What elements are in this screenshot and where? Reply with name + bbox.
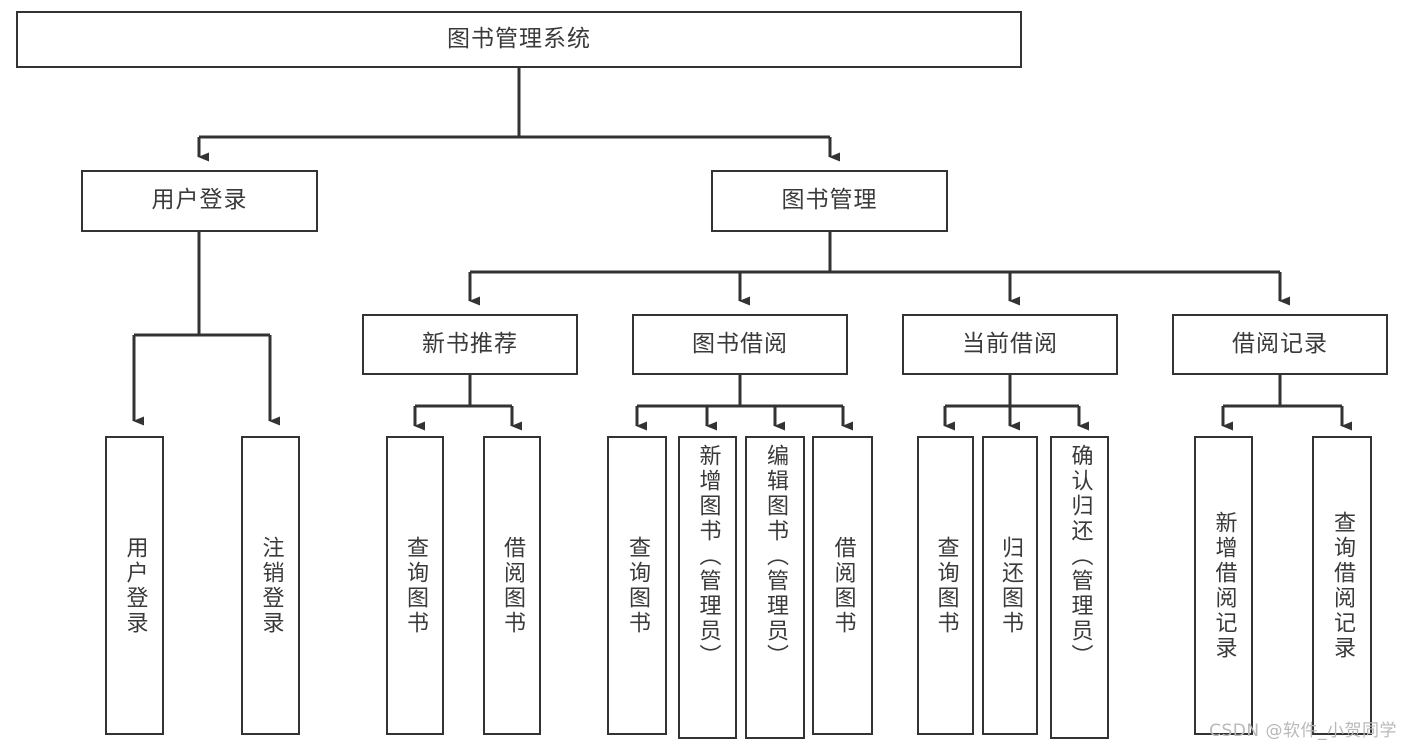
node-user-login[interactable]: 用户登录	[81, 170, 318, 232]
leaf-current-borrow-confirm-return-admin[interactable]: 确认归还（管理员）	[1050, 436, 1109, 739]
leaf-user-login-login[interactable]: 用户登录	[105, 436, 164, 735]
node-label: 借阅记录	[1232, 330, 1328, 357]
node-label: 用户登录	[122, 535, 148, 636]
leaf-user-login-logout[interactable]: 注销登录	[241, 436, 300, 735]
leaf-borrow-records-add-record[interactable]: 新增借阅记录	[1194, 436, 1253, 735]
node-label: 新书推荐	[422, 330, 518, 357]
leaf-book-borrow-borrow-books[interactable]: 借阅图书	[812, 436, 873, 735]
node-label: 查询图书	[933, 535, 959, 636]
node-label: 查询借阅记录	[1329, 510, 1355, 661]
node-book-management[interactable]: 图书管理	[711, 170, 948, 232]
leaf-new-book-query-books[interactable]: 查询图书	[386, 436, 444, 735]
leaf-current-borrow-return-books[interactable]: 归还图书	[982, 436, 1038, 735]
node-label: 确认归还（管理员）	[1067, 444, 1093, 669]
node-current-borrow[interactable]: 当前借阅	[902, 314, 1118, 375]
node-label: 编辑图书（管理员）	[762, 444, 788, 669]
leaf-book-borrow-query-books[interactable]: 查询图书	[607, 436, 667, 735]
node-label: 查询图书	[624, 535, 650, 636]
node-label: 图书管理系统	[447, 25, 591, 52]
node-label: 图书借阅	[692, 330, 788, 357]
node-label: 借阅图书	[830, 535, 856, 636]
leaf-current-borrow-query-books[interactable]: 查询图书	[917, 436, 974, 735]
node-borrow-records[interactable]: 借阅记录	[1172, 314, 1388, 375]
node-label: 归还图书	[997, 535, 1023, 636]
leaf-borrow-records-query-record[interactable]: 查询借阅记录	[1312, 436, 1372, 735]
leaf-book-borrow-add-book-admin[interactable]: 新增图书（管理员）	[678, 436, 737, 739]
node-label: 借阅图书	[499, 535, 525, 636]
node-label: 用户登录	[151, 187, 248, 214]
node-label: 当前借阅	[962, 330, 1058, 357]
leaf-new-book-borrow-books[interactable]: 借阅图书	[483, 436, 541, 735]
leaf-book-borrow-edit-book-admin[interactable]: 编辑图书（管理员）	[745, 436, 805, 739]
node-label: 注销登录	[258, 535, 284, 636]
node-new-book-recommend[interactable]: 新书推荐	[362, 314, 578, 375]
node-label: 新增借阅记录	[1211, 510, 1237, 661]
node-book-borrow[interactable]: 图书借阅	[632, 314, 848, 375]
node-label: 新增图书（管理员）	[695, 444, 721, 669]
node-root-book-management-system[interactable]: 图书管理系统	[16, 11, 1022, 68]
node-label: 查询图书	[402, 535, 428, 636]
node-label: 图书管理	[781, 187, 878, 214]
watermark-text: CSDN @软件_小贺同学	[1209, 721, 1397, 741]
